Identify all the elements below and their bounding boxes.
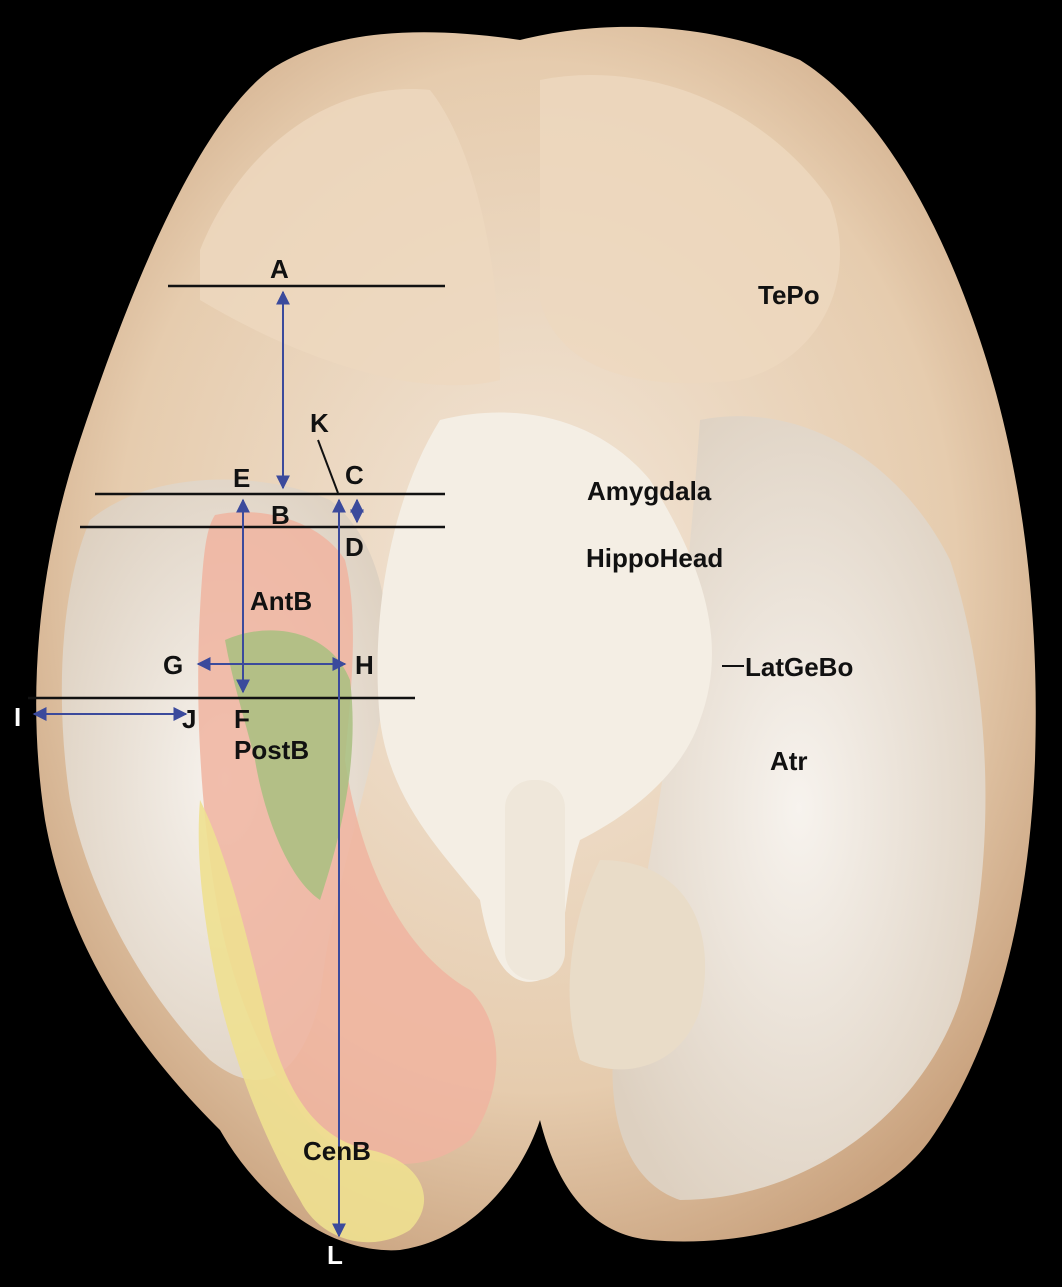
label-cenb: CenB bbox=[303, 1136, 371, 1166]
label-B: B bbox=[271, 500, 290, 530]
label-L: L bbox=[327, 1240, 343, 1270]
brainstem bbox=[377, 412, 712, 982]
label-K: K bbox=[310, 408, 329, 438]
label-amygdala: Amygdala bbox=[587, 476, 712, 506]
central-bundle-highlight bbox=[198, 800, 425, 1243]
label-G: G bbox=[163, 650, 184, 680]
label-latgebo: LatGeBo bbox=[745, 652, 854, 682]
label-J: J bbox=[182, 704, 197, 734]
label-I: I bbox=[14, 702, 22, 732]
medulla bbox=[505, 780, 565, 980]
label-E: E bbox=[233, 463, 251, 493]
frontal-gyri bbox=[200, 89, 500, 386]
label-antb: AntB bbox=[250, 586, 313, 616]
cerebellum bbox=[569, 860, 706, 1070]
label-A: A bbox=[270, 254, 289, 284]
frontal-gyri-right bbox=[540, 75, 840, 384]
label-tepo: TePo bbox=[758, 280, 820, 310]
label-C: C bbox=[345, 460, 364, 490]
pointer-K bbox=[317, 439, 339, 494]
label-D: D bbox=[345, 532, 364, 562]
label-postb: PostB bbox=[234, 735, 310, 765]
label-F: F bbox=[234, 704, 250, 734]
label-H: H bbox=[355, 650, 374, 680]
label-atr: Atr bbox=[770, 746, 808, 776]
label-hippohead: HippoHead bbox=[586, 543, 724, 573]
